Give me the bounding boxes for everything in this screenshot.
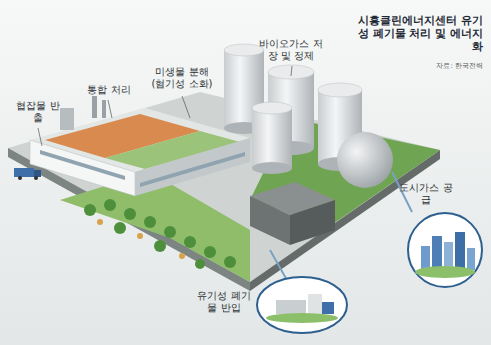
part-label: 미생물 분해 (혐기성 소화)	[148, 66, 216, 90]
building-wall	[250, 196, 290, 245]
machine-house	[60, 108, 74, 130]
waste-route	[270, 250, 288, 282]
part-label: 통합 처리	[84, 84, 134, 96]
truck	[14, 168, 34, 177]
trees	[84, 199, 236, 269]
digester-tank	[252, 102, 292, 174]
inset-outline	[407, 212, 483, 288]
flower-beds	[97, 219, 185, 259]
inset-outline	[256, 276, 348, 334]
building-wall	[30, 140, 135, 196]
node-label: 유기성 폐기물 반입	[194, 290, 254, 314]
inset-circle: 도시가스 공급	[407, 212, 483, 288]
windows	[40, 150, 245, 187]
chimney	[92, 96, 97, 118]
gas-holder	[337, 132, 393, 188]
part-label: 바이오가스 저장 및 정제	[258, 38, 324, 62]
truck	[34, 170, 41, 177]
title: 시흥클린에너지센터 유기성 폐기물 처리 및 에너지화	[351, 14, 483, 54]
building-wall	[135, 138, 250, 196]
building-wall	[290, 200, 335, 245]
node-label: 도시가스 공급	[399, 182, 453, 206]
inset-circle: 유기성 폐기물 반입	[256, 276, 348, 334]
leader-line	[38, 66, 292, 146]
chimney	[102, 100, 106, 118]
part-label: 협잡물 반출	[16, 100, 60, 124]
source-note: 자료: 한국전력	[383, 62, 483, 70]
